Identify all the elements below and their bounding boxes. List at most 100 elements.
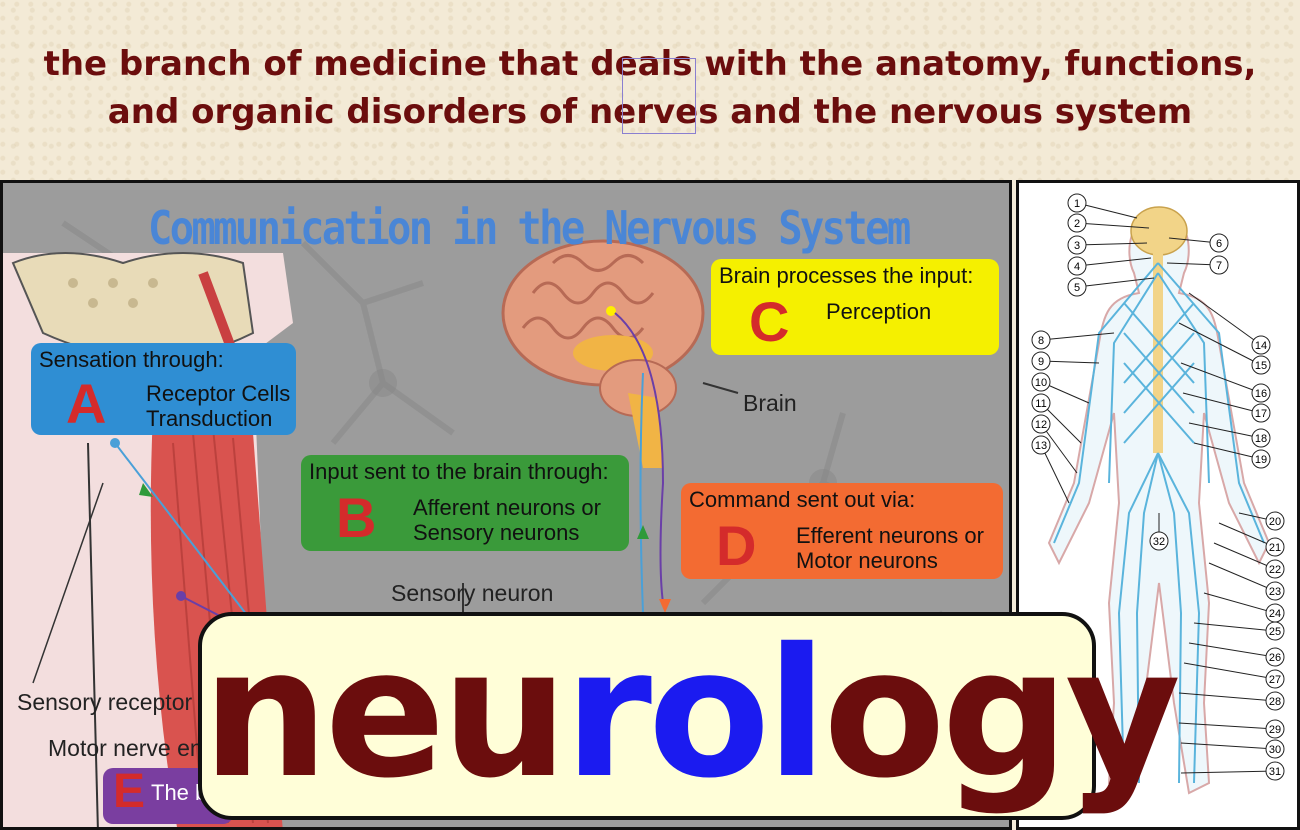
- chart-number-16-leader: [1180, 362, 1262, 394]
- chart-number-2: 2: [1074, 218, 1080, 230]
- chart-number-9-circle: [1031, 351, 1051, 371]
- label-sensory-neuron: Sensory neuron: [391, 580, 554, 606]
- chart-number-3-circle: [1067, 235, 1087, 255]
- chart-number-5-circle: [1067, 277, 1087, 297]
- chart-number-7-circle: [1209, 255, 1229, 275]
- chart-number-15-leader: [1178, 322, 1262, 366]
- box-c-processing: Brain processes the input: C Perception: [711, 259, 999, 355]
- chart-number-24-leader: [1203, 592, 1276, 614]
- chart-number-29-circle: [1265, 719, 1285, 739]
- chart-number-30-leader: [1180, 742, 1276, 750]
- definition-line-2: and organic disorders of nerves and the …: [107, 92, 1193, 132]
- chart-number-15-circle: [1251, 355, 1271, 375]
- chart-number-1-circle: [1067, 193, 1087, 213]
- chart-number-26-circle: [1265, 647, 1285, 667]
- chart-number-8-circle: [1031, 330, 1051, 350]
- chart-number-1: 1: [1074, 198, 1080, 210]
- chart-number-22-leader: [1213, 542, 1276, 570]
- chart-number-20: 20: [1269, 516, 1281, 528]
- chart-number-31: 31: [1269, 766, 1281, 778]
- chart-number-13-leader: [1040, 444, 1070, 504]
- box-a-line-2: Transduction: [146, 406, 273, 431]
- chart-number-26: 26: [1269, 652, 1281, 664]
- chart-number-23: 23: [1269, 586, 1281, 598]
- chart-number-15: 15: [1255, 360, 1267, 372]
- chart-number-8: 8: [1038, 335, 1044, 347]
- chart-number-12-leader: [1040, 423, 1078, 474]
- box-a-letter: A: [66, 372, 107, 435]
- box-d-letter: D: [716, 514, 757, 577]
- chart-number-14-leader: [1188, 292, 1262, 346]
- chart-number-9-leader: [1040, 360, 1100, 364]
- chart-number-17-circle: [1251, 403, 1271, 423]
- box-d-heading: Command sent out via:: [689, 487, 916, 512]
- box-a-heading: Sensation through:: [39, 347, 224, 372]
- box-d-line-1: Efferent neurons or: [796, 523, 984, 548]
- chart-number-10: 10: [1035, 377, 1047, 389]
- chart-number-19-circle: [1251, 449, 1271, 469]
- label-motor-nerve: Motor nerve en: [48, 735, 203, 761]
- chart-number-22-circle: [1265, 559, 1285, 579]
- box-b-line-2: Sensory neurons: [413, 520, 580, 545]
- box-b-letter: B: [336, 486, 377, 549]
- chart-number-4: 4: [1074, 261, 1080, 273]
- chart-number-12-circle: [1031, 414, 1051, 434]
- chart-number-22: 22: [1269, 564, 1281, 576]
- chart-number-26-leader: [1188, 642, 1276, 658]
- chart-number-21-circle: [1265, 537, 1285, 557]
- chart-number-16: 16: [1255, 388, 1267, 400]
- chart-number-23-leader: [1208, 562, 1276, 592]
- chart-number-8-leader: [1040, 332, 1115, 341]
- chart-number-2-leader: [1076, 222, 1150, 229]
- chart-number-28: 28: [1269, 696, 1281, 708]
- chart-number-3-leader: [1076, 242, 1148, 246]
- chart-number-4-circle: [1067, 256, 1087, 276]
- chart-number-25-circle: [1265, 621, 1285, 641]
- chart-number-32-circle: [1149, 531, 1169, 551]
- chart-number-28-leader: [1178, 692, 1276, 702]
- neurology-word-box: neurology: [198, 610, 1181, 820]
- chart-number-16-circle: [1251, 383, 1271, 403]
- definition-line-1: the branch of medicine that deals with t…: [43, 44, 1257, 84]
- word-part-rol: rol: [564, 610, 827, 817]
- box-a-line-1: Receptor Cells: [146, 381, 291, 406]
- chart-number-30-circle: [1265, 739, 1285, 759]
- chart-number-19-leader: [1193, 442, 1262, 460]
- box-d-command: Command sent out via: D Efferent neurons…: [681, 483, 1003, 579]
- chart-number-20-circle: [1265, 511, 1285, 531]
- chart-number-4-leader: [1076, 257, 1152, 267]
- box-e-text: The b: [151, 780, 208, 805]
- chart-number-11-circle: [1031, 393, 1051, 413]
- chart-number-13-circle: [1031, 435, 1051, 455]
- chart-number-27-leader: [1183, 662, 1276, 680]
- box-b-line-1: Afferent neurons or: [413, 495, 601, 520]
- chart-number-17-leader: [1182, 392, 1262, 414]
- chart-number-7: 7: [1216, 260, 1222, 272]
- chart-number-30: 30: [1269, 744, 1281, 756]
- chart-number-5: 5: [1074, 282, 1080, 294]
- chart-number-27: 27: [1269, 674, 1281, 686]
- chart-number-24: 24: [1269, 608, 1281, 620]
- chart-number-6-circle: [1209, 233, 1229, 253]
- chart-number-12: 12: [1035, 419, 1047, 431]
- diagram-title: Communication in the Nervous System: [148, 201, 911, 255]
- chart-number-19: 19: [1255, 454, 1267, 466]
- chart-number-31-leader: [1180, 770, 1276, 774]
- box-c-heading: Brain processes the input:: [719, 263, 974, 288]
- chart-number-3: 3: [1074, 240, 1080, 252]
- chart-number-32: 32: [1153, 536, 1165, 548]
- body-chart-illustration: 1234589101112136714151617181920212223242…: [1031, 193, 1285, 795]
- chart-number-2-circle: [1067, 213, 1087, 233]
- chart-number-18: 18: [1255, 433, 1267, 445]
- chart-number-23-circle: [1265, 581, 1285, 601]
- label-sensory-receptor: Sensory receptor: [17, 689, 193, 715]
- chart-number-10-circle: [1031, 372, 1051, 392]
- label-brain: Brain: [743, 390, 797, 416]
- box-e-letter: E: [113, 765, 146, 818]
- chart-number-13: 13: [1035, 440, 1047, 452]
- chart-number-31-circle: [1265, 761, 1285, 781]
- chart-number-18-leader: [1188, 422, 1262, 439]
- chart-number-11: 11: [1035, 398, 1046, 410]
- header-background: [0, 0, 1300, 180]
- box-a-sensation: Sensation through: A Receptor Cells Tran…: [31, 343, 296, 435]
